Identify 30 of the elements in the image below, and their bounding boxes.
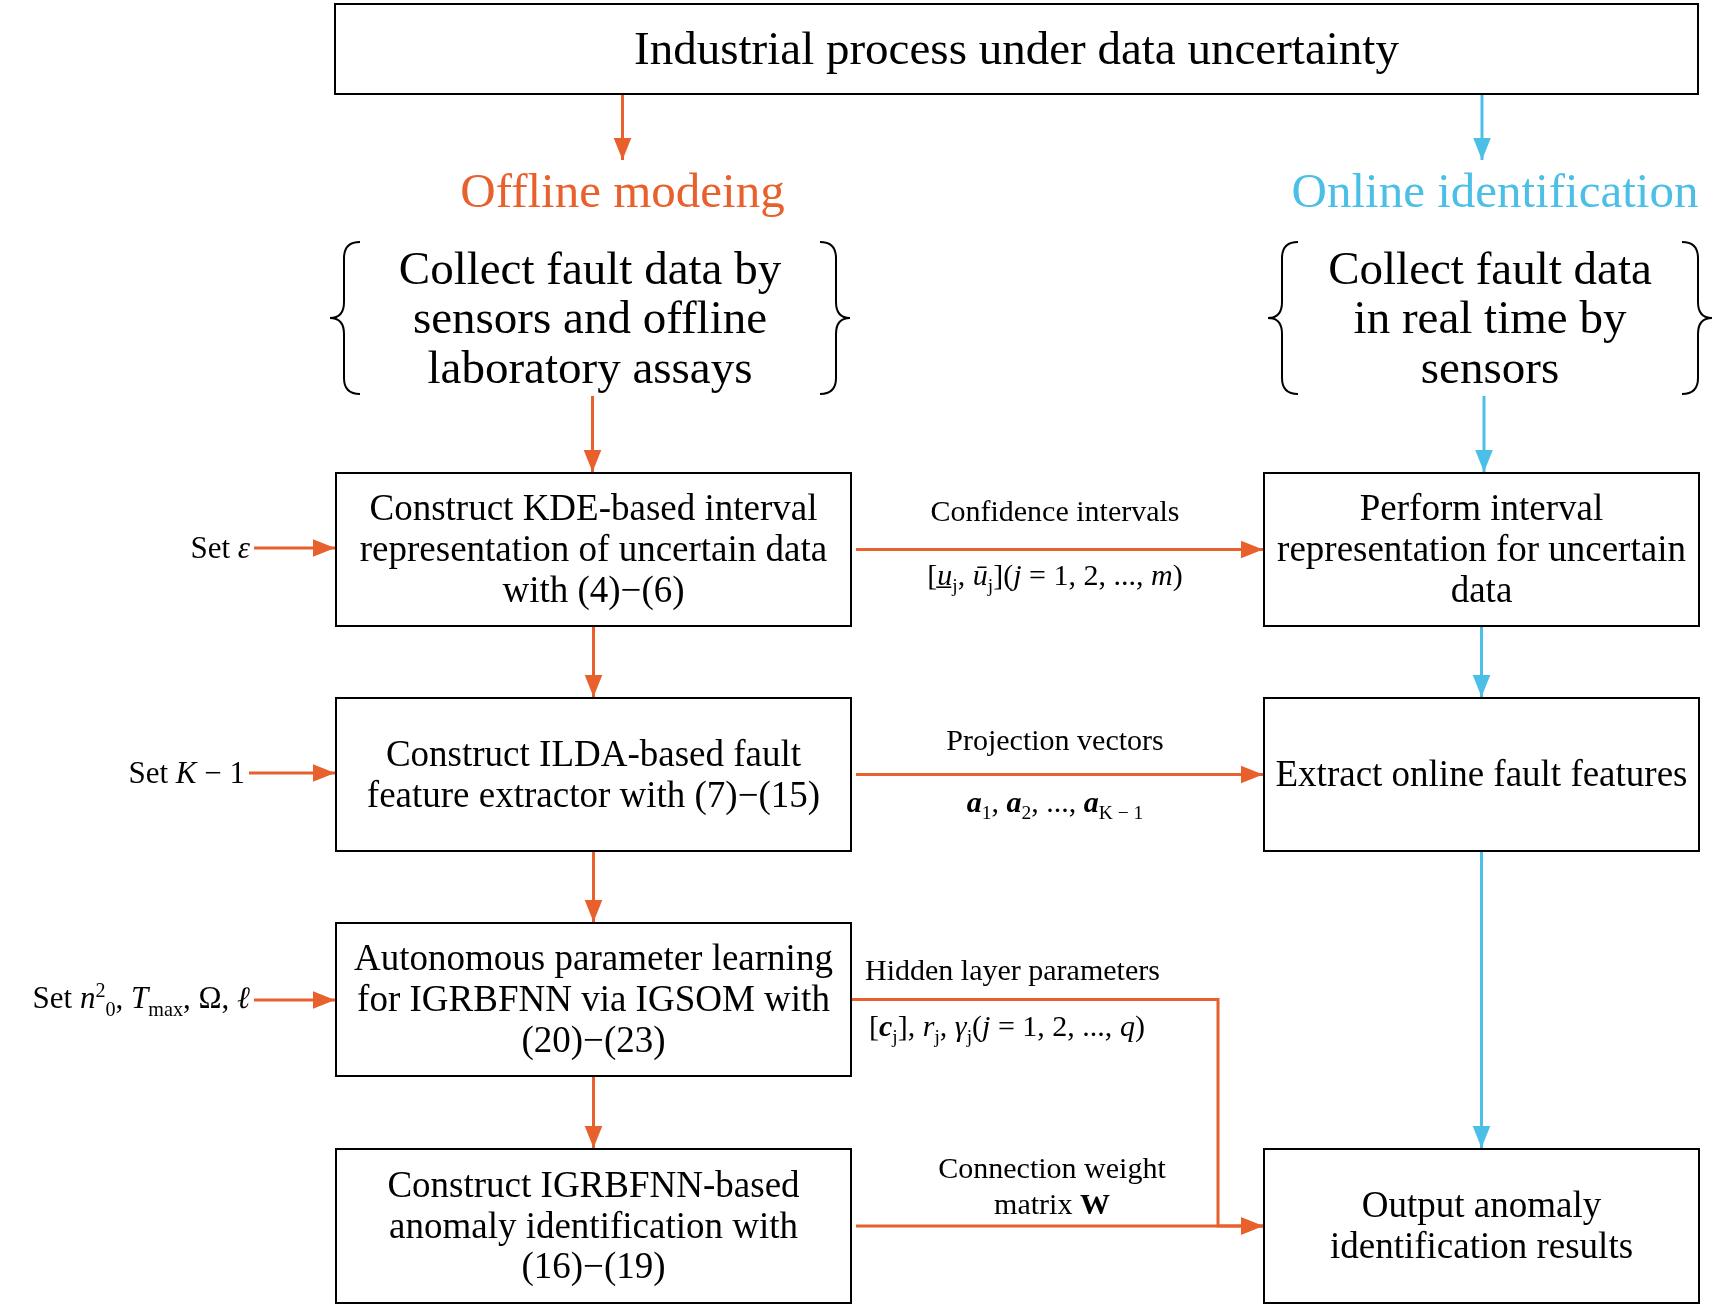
phase-heading: Online identification xyxy=(1265,160,1725,220)
process-box: Perform interval representation for uncertain data xyxy=(1263,472,1700,627)
arrow xyxy=(584,852,603,922)
process-box: Construct ILDA-based fault feature extractor with (7)−(15) xyxy=(335,697,852,852)
arrow xyxy=(1472,852,1491,1148)
process-box: Construct KDE-based interval representation of uncertain data with (4)−(6) xyxy=(335,472,852,627)
process-box: Industrial process under data uncertainty xyxy=(334,3,1699,95)
process-box: Construct IGRBFNN-based anomaly identification with (16)−(19) xyxy=(335,1148,852,1304)
arrow xyxy=(584,1077,603,1148)
parameter-label: Set n$^{2}$$_{0}$, T$_{max}$, Ω, ℓ xyxy=(10,978,250,1022)
arrow xyxy=(1473,95,1491,160)
arrow xyxy=(613,95,632,160)
process-box: Autonomous parameter learning for IGRBFNN via IGSOM with (20)−(23) xyxy=(335,922,852,1077)
arrow xyxy=(254,991,335,1009)
arrow xyxy=(1472,627,1491,697)
process-box: Extract online fault features xyxy=(1263,697,1700,852)
arrow xyxy=(254,539,335,557)
braced-text: Collect fault data in real time by sensors xyxy=(1268,240,1712,396)
braced-text: Collect fault data by sensors and offline laboratory assays xyxy=(330,240,850,396)
arrow xyxy=(1475,396,1493,472)
parameter-label: Set K − 1 xyxy=(60,753,245,793)
arrow xyxy=(249,764,335,782)
parameter-label: Set ε xyxy=(100,528,250,568)
process-box: Output anomaly identification results xyxy=(1263,1148,1700,1304)
arrow xyxy=(856,765,1263,784)
arrow xyxy=(856,540,1263,559)
phase-heading: Offline modeing xyxy=(450,160,795,220)
arrow xyxy=(583,396,602,472)
arrow xyxy=(856,1217,1263,1235)
arrow xyxy=(584,627,603,697)
